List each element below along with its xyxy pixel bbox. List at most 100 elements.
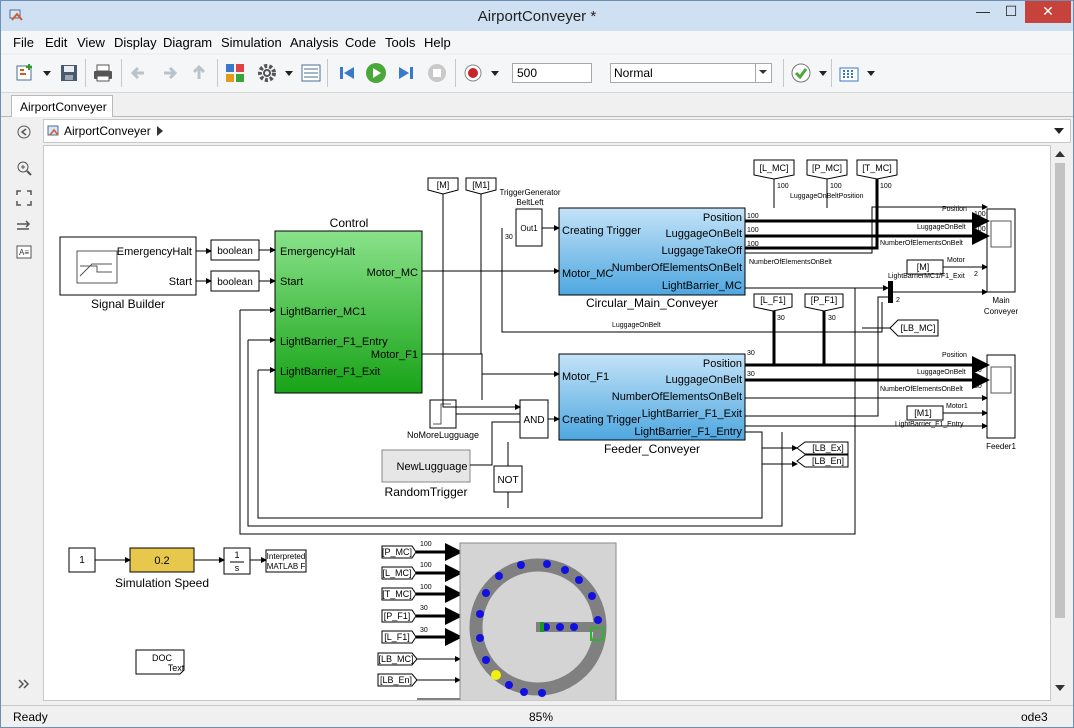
menu-edit[interactable]: Edit xyxy=(45,35,68,50)
anim-tag-l-mc[interactable]: [L_MC] xyxy=(381,566,417,580)
save-icon[interactable] xyxy=(57,61,81,85)
circular-main-conveyer-block[interactable]: Creating Trigger Motor_MC Position Lugga… xyxy=(558,207,746,310)
hide-explorer-icon[interactable] xyxy=(15,123,33,141)
svg-text:LuggageOnBelt: LuggageOnBelt xyxy=(612,322,661,329)
svg-text:[LB_Ex]: [LB_Ex] xyxy=(812,443,844,453)
chevron-down-icon[interactable] xyxy=(285,71,293,76)
integrator-block[interactable]: 1 s xyxy=(223,547,251,575)
zoom-level: 85% xyxy=(529,710,554,724)
goto-m-tag[interactable]: [M] xyxy=(427,177,459,195)
chevron-down-icon[interactable] xyxy=(819,71,827,76)
chevron-right-icon[interactable] xyxy=(156,126,164,136)
simulation-mode-select[interactable]: Normal xyxy=(610,63,772,83)
doc-text-block[interactable]: DOC Text xyxy=(135,649,185,675)
address-bar[interactable]: AirportConveyer xyxy=(43,119,1071,143)
chevron-down-icon[interactable] xyxy=(1054,128,1064,136)
step-back-icon[interactable] xyxy=(335,61,359,85)
chevron-down-icon[interactable] xyxy=(867,71,875,76)
from-t-mc-tag[interactable]: [T_MC] xyxy=(856,159,898,180)
new-lugguage-block[interactable]: NewLugguage RandomTrigger xyxy=(381,449,471,499)
arrows-icon[interactable] xyxy=(15,217,33,235)
from-m1-scope-tag[interactable]: [M1] xyxy=(906,405,944,421)
from-l-f1-tag[interactable]: [L_F1] xyxy=(753,293,793,312)
chevron-down-icon[interactable] xyxy=(755,64,771,82)
scroll-up-icon[interactable] xyxy=(1055,149,1065,157)
block-diagram[interactable]: EmergencyHalt Start Signal Builder boole… xyxy=(44,146,1051,701)
svg-text:Creating Trigger: Creating Trigger xyxy=(562,225,641,237)
anim-tag-p-mc[interactable]: [P_MC] xyxy=(381,545,417,559)
expand-icon[interactable] xyxy=(15,675,33,693)
simulation-speed-label: Simulation Speed xyxy=(115,576,209,590)
vertical-scrollbar[interactable] xyxy=(1051,145,1069,701)
annotation-icon[interactable]: A≡ xyxy=(15,243,33,261)
anim-tag-p-f1[interactable]: [P_F1] xyxy=(381,609,417,623)
menu-view[interactable]: View xyxy=(77,35,105,50)
fit-to-view-icon[interactable] xyxy=(15,189,33,207)
feeder-conveyer-block[interactable]: Motor_F1 Creating Trigger Position Lugga… xyxy=(558,353,746,456)
stop-icon[interactable] xyxy=(425,61,449,85)
interpreted-matlab-block[interactable]: Interpreted MATLAB F xyxy=(265,549,307,573)
svg-text:boolean: boolean xyxy=(217,246,253,257)
new-model-icon[interactable] xyxy=(13,61,37,85)
library-browser-icon[interactable] xyxy=(223,61,247,85)
svg-text:[LB_En]: [LB_En] xyxy=(812,456,844,466)
signal-builder-block[interactable]: EmergencyHalt Start Signal Builder xyxy=(59,236,197,311)
feeder1-scope[interactable]: Feeder1 xyxy=(986,354,1016,451)
anim-tag-l-f1[interactable]: [L_F1] xyxy=(381,630,417,644)
svg-text:EmergencyHalt: EmergencyHalt xyxy=(280,246,355,258)
menu-file[interactable]: File xyxy=(13,35,34,50)
close-button[interactable]: ✕ xyxy=(1025,1,1071,23)
not-block[interactable]: NOT xyxy=(493,465,523,493)
model-explorer-icon[interactable] xyxy=(299,61,323,85)
gear-icon[interactable] xyxy=(255,61,279,85)
menu-help[interactable]: Help xyxy=(424,35,451,50)
stop-time-input[interactable]: 500 xyxy=(512,63,592,83)
trigger-generator-block[interactable]: TriggerGenerator BeltLeft Out1 xyxy=(499,188,561,247)
from-p-mc-tag[interactable]: [P_MC] xyxy=(806,159,848,180)
anim-tag-t-mc[interactable]: [T_MC] xyxy=(381,587,417,601)
from-m-scope-tag[interactable]: [M] xyxy=(906,259,944,275)
menu-diagram[interactable]: Diagram xyxy=(163,35,213,50)
menu-simulation[interactable]: Simulation xyxy=(221,35,282,50)
maximize-button[interactable]: ☐ xyxy=(1004,3,1018,19)
from-l-mc-tag[interactable]: [L_MC] xyxy=(753,159,795,180)
menu-tools[interactable]: Tools xyxy=(385,35,416,50)
scroll-thumb[interactable] xyxy=(1055,163,1065,618)
anim-tag-lb-en[interactable]: [LB_En] xyxy=(377,673,418,687)
menu-code[interactable]: Code xyxy=(345,35,377,50)
menu-display[interactable]: Display xyxy=(114,35,157,50)
control-block[interactable]: Control EmergencyHalt Start LightBarrier… xyxy=(274,216,423,394)
model-canvas[interactable]: EmergencyHalt Start Signal Builder boole… xyxy=(43,145,1051,701)
constant-block[interactable]: 1 xyxy=(68,547,96,573)
minimize-button[interactable]: — xyxy=(976,3,990,19)
record-icon[interactable] xyxy=(461,61,485,85)
back-icon[interactable] xyxy=(127,61,151,85)
goto-lb-en-tag[interactable]: [LB_En] xyxy=(796,454,849,468)
boolean-block-2[interactable]: boolean xyxy=(210,270,260,292)
from-p-f1-tag[interactable]: [P_F1] xyxy=(804,293,844,312)
goto-m1-tag[interactable]: [M1] xyxy=(465,177,497,195)
model-advisor-icon[interactable] xyxy=(789,61,813,85)
breadcrumb[interactable]: AirportConveyer xyxy=(64,124,151,138)
menu-analysis[interactable]: Analysis xyxy=(290,35,339,50)
goto-lb-mc-tag[interactable]: [LB_MC] xyxy=(889,319,939,337)
up-icon[interactable] xyxy=(187,61,211,85)
build-icon[interactable] xyxy=(837,61,861,85)
and-block[interactable]: AND xyxy=(519,399,549,439)
step-forward-icon[interactable] xyxy=(394,61,418,85)
goto-lb-ex-tag[interactable]: [LB_Ex] xyxy=(796,441,849,455)
conveyer-animation[interactable] xyxy=(459,542,617,701)
boolean-block-1[interactable]: boolean xyxy=(210,239,260,261)
scroll-down-icon[interactable] xyxy=(1055,685,1065,693)
zoom-icon[interactable] xyxy=(15,159,33,177)
gain-block[interactable]: 0.2 xyxy=(129,547,195,573)
chevron-down-icon[interactable] xyxy=(43,71,51,76)
chevron-down-icon[interactable] xyxy=(491,71,499,76)
mux-block[interactable] xyxy=(888,281,893,303)
anim-tag-lb-mc[interactable]: [LB_MC] xyxy=(377,652,418,666)
main-conveyer-scope[interactable]: Main Conveyer xyxy=(984,208,1019,316)
tab-airportconveyer[interactable]: AirportConveyer xyxy=(11,95,113,117)
run-icon[interactable] xyxy=(364,61,388,85)
print-icon[interactable] xyxy=(91,61,115,85)
forward-icon[interactable] xyxy=(157,61,181,85)
